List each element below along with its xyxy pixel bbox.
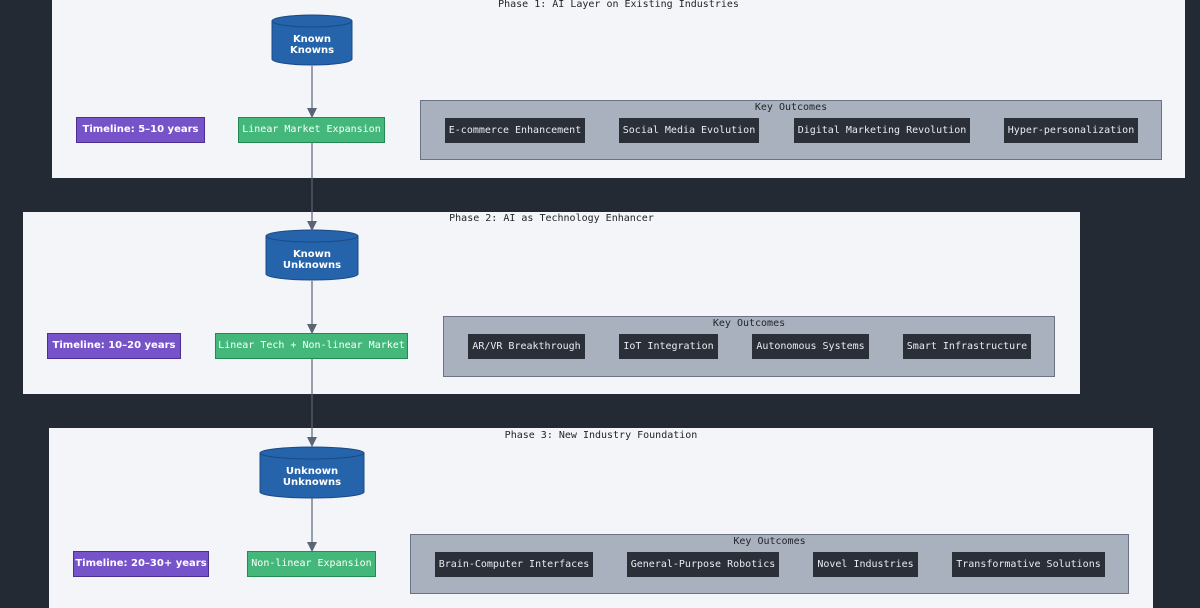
key-outcomes-panel: Key Outcomes Brain-Computer Interfaces G… — [410, 534, 1129, 594]
outcome-item[interactable]: Autonomous Systems — [752, 334, 869, 359]
market-node[interactable]: Linear Tech + Non-linear Market — [215, 333, 408, 359]
phase-title: Phase 3: New Industry Foundation — [504, 430, 698, 441]
phase-title: Phase 1: AI Layer on Existing Industries — [498, 0, 739, 10]
outcome-item[interactable]: Digital Marketing Revolution — [794, 118, 970, 143]
database-label: Known Unknowns — [282, 249, 342, 271]
knowledge-database-node[interactable]: Unknown Unknowns — [259, 446, 365, 499]
outcome-item[interactable]: Transformative Solutions — [952, 552, 1105, 577]
outcome-item[interactable]: Social Media Evolution — [619, 118, 759, 143]
phase-3-panel: Phase 3: New Industry Foundation Unknown… — [49, 428, 1153, 608]
database-label: Unknown Unknowns — [282, 466, 342, 488]
outcome-item[interactable]: Brain-Computer Interfaces — [435, 552, 593, 577]
outcome-item[interactable]: Novel Industries — [813, 552, 918, 577]
outcome-item[interactable]: Hyper-personalization — [1004, 118, 1138, 143]
key-outcomes-title: Key Outcomes — [712, 318, 786, 329]
market-node[interactable]: Linear Market Expansion — [238, 117, 385, 143]
timeline-badge: Timeline: 5–10 years — [76, 117, 205, 143]
timeline-badge: Timeline: 20–30+ years — [73, 551, 209, 577]
database-label: Known Knowns — [289, 34, 335, 56]
key-outcomes-panel: Key Outcomes E-commerce Enhancement Soci… — [420, 100, 1162, 160]
market-node[interactable]: Non-linear Expansion — [247, 551, 376, 577]
phase-title: Phase 2: AI as Technology Enhancer — [449, 213, 654, 224]
outcome-item[interactable]: IoT Integration — [619, 334, 718, 359]
phase-1-panel: Phase 1: AI Layer on Existing Industries… — [52, 0, 1185, 178]
outcome-item[interactable]: AR/VR Breakthrough — [468, 334, 585, 359]
outcome-item[interactable]: Smart Infrastructure — [903, 334, 1031, 359]
database-icon — [271, 14, 353, 66]
key-outcomes-title: Key Outcomes — [733, 536, 806, 547]
database-icon — [259, 446, 365, 499]
outcome-item[interactable]: E-commerce Enhancement — [445, 118, 585, 143]
database-icon — [265, 229, 359, 281]
knowledge-database-node[interactable]: Known Unknowns — [265, 229, 359, 281]
outcome-item[interactable]: General-Purpose Robotics — [627, 552, 779, 577]
timeline-badge: Timeline: 10–20 years — [47, 333, 181, 359]
key-outcomes-panel: Key Outcomes AR/VR Breakthrough IoT Inte… — [443, 316, 1055, 377]
phase-2-panel: Phase 2: AI as Technology Enhancer Known… — [23, 212, 1080, 394]
knowledge-database-node[interactable]: Known Knowns — [271, 14, 353, 66]
key-outcomes-title: Key Outcomes — [754, 102, 828, 113]
